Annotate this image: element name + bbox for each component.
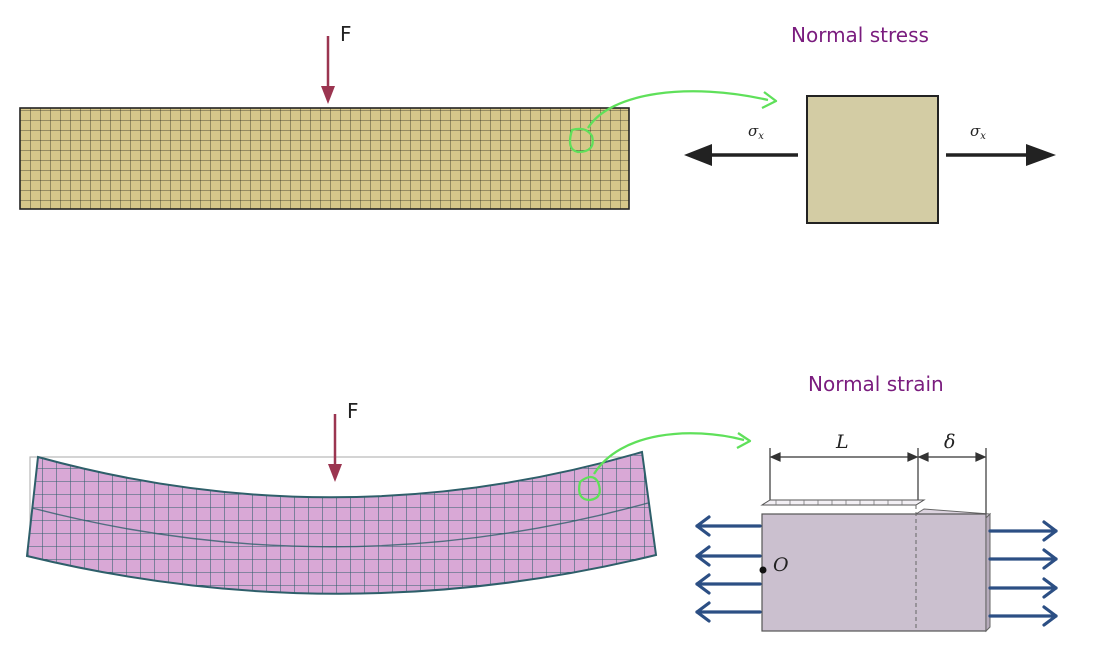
dimension-lines — [769, 448, 987, 514]
bottom-force-arrow — [328, 414, 342, 482]
sigma-right-label: σx — [970, 122, 986, 142]
beam-mesh — [20, 108, 629, 209]
delta-label: δ — [944, 431, 955, 453]
bottom-force-label: F — [347, 399, 359, 423]
stress-arrow-left — [684, 144, 798, 166]
block-side-face — [985, 512, 991, 633]
strain-arrows-right — [988, 520, 1058, 627]
origin-label: O — [773, 554, 789, 576]
stress-arrow-right — [946, 144, 1056, 166]
strain-arrows-left — [695, 515, 762, 623]
origin-point — [759, 566, 767, 574]
deformed-outline — [25, 450, 658, 595]
deformed-beam — [25, 450, 658, 595]
deformed-block-body — [761, 513, 987, 632]
original-top-face — [760, 499, 926, 506]
sigma-right-symbol: σ — [970, 122, 981, 140]
bottom-zoom-callout — [577, 432, 752, 502]
top-face-hatch — [775, 500, 903, 505]
strain-title: Normal strain — [808, 372, 944, 396]
beam-outline — [19, 107, 630, 210]
stress-element — [806, 95, 939, 224]
top-force-label: F — [340, 22, 352, 46]
sigma-left-subscript: x — [758, 131, 764, 142]
strain-block — [759, 499, 992, 633]
stress-title: Normal stress — [791, 23, 929, 47]
sigma-left-symbol: σ — [748, 122, 759, 140]
length-label: L — [835, 431, 849, 453]
neutral-axis — [31, 502, 649, 548]
undeformed-beam — [19, 107, 630, 210]
sigma-left-label: σx — [748, 122, 764, 142]
sigma-right-subscript: x — [980, 131, 986, 142]
top-zoom-callout — [568, 90, 778, 154]
top-force-arrow — [321, 36, 335, 104]
